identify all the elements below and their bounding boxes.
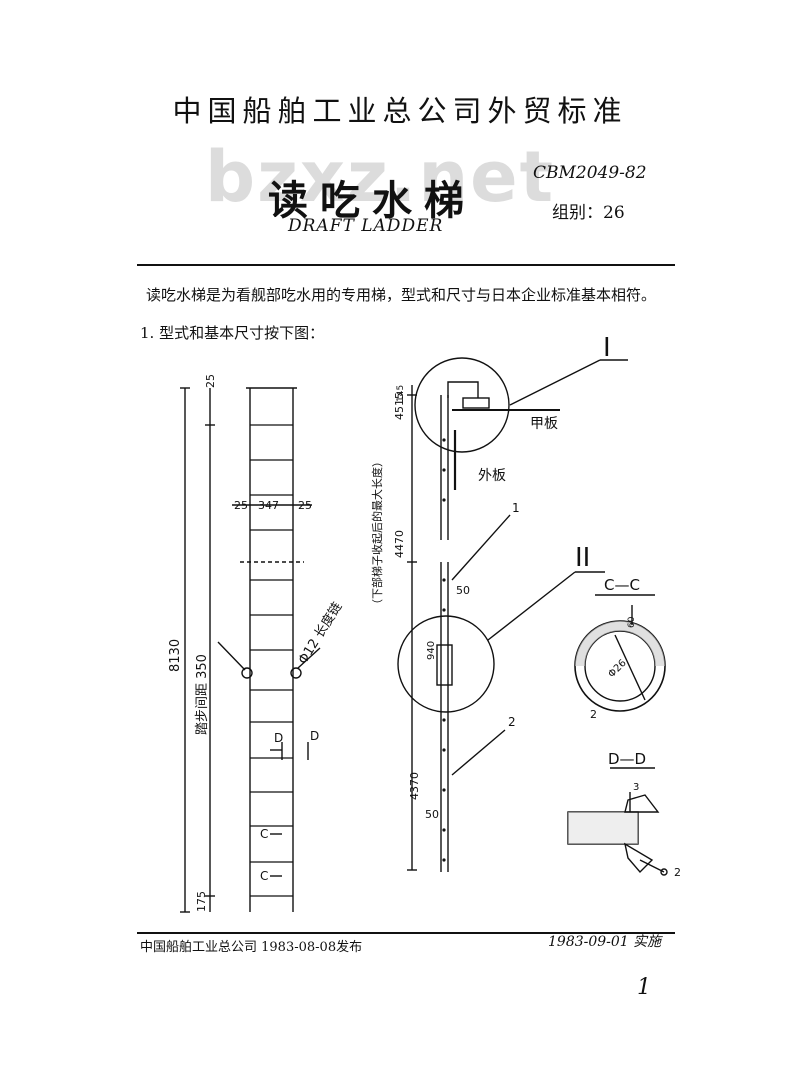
section-d-mark-2: D (310, 729, 319, 743)
dim-width: 347 (258, 499, 279, 512)
dim-side-right: 25 (298, 499, 312, 512)
dim-940: 940 (426, 641, 437, 660)
dim-low-seg: 4370 (408, 772, 421, 800)
dim-60: 60 (627, 616, 637, 628)
watermark: bzxz.net (205, 136, 556, 218)
dim-50-b: 50 (425, 808, 439, 821)
title-chinese: 读吃水梯 (268, 177, 476, 224)
section-dd-label: D—D (608, 750, 646, 768)
organization-header: 中国船舶工业总公司外贸标准 (172, 94, 628, 128)
vertical-note: （下部梯子收起后的最大长度） (370, 456, 384, 610)
dim-3: 3 (633, 782, 639, 793)
part-2-cc: 2 (590, 708, 597, 721)
top-rule (137, 264, 675, 266)
page-number: 1 (637, 975, 651, 1000)
dim-50-a: 50 (456, 584, 470, 597)
dim-spacing: 踏步间距 350 (195, 654, 210, 735)
detail-1-label: I (603, 333, 611, 363)
intro-paragraph: 读吃水梯是为看舰部吃水用的专用梯，型式和尺寸与日本企业标准基本相符。 (146, 286, 657, 304)
pin-note: Φ12 长度链 (295, 599, 346, 667)
dim-top: 25 (204, 374, 217, 388)
section-c-mark-1: C (260, 827, 268, 841)
implementation-date: 1983-09-01 实施 (548, 934, 662, 950)
dia-label: Φ26 (606, 658, 628, 680)
title-english: DRAFT LADDER (288, 216, 444, 236)
detail-2-label: II (575, 543, 590, 573)
section-heading: 1. 型式和基本尺寸按下图： (140, 324, 325, 342)
dim-mid-seg: 4470 (393, 530, 406, 558)
part-2-dd: 2 (674, 866, 681, 879)
outer-plate-label: 外板 (478, 468, 506, 484)
standard-number: CBM2049-82 (533, 163, 647, 183)
group-number: 组别：26 (552, 203, 625, 223)
dim-side-left: 25 (234, 499, 248, 512)
section-cc-label: C—C (604, 576, 640, 594)
dim-bottom: 175 (195, 891, 208, 912)
section-c-mark-2: C (260, 869, 268, 883)
bottom-rule (137, 932, 675, 934)
deck-label: 甲板 (530, 416, 558, 432)
part-2-label: 2 (508, 715, 516, 729)
dim-145: 145 (396, 385, 406, 402)
publish-info: 中国船舶工业总公司 1983-08-08发布 (140, 940, 363, 955)
dim-total: 8130 (168, 639, 183, 672)
section-d-mark-1: D (274, 731, 283, 745)
dim-upper-seg: 4515 (393, 392, 406, 420)
part-1-label: 1 (512, 501, 520, 515)
